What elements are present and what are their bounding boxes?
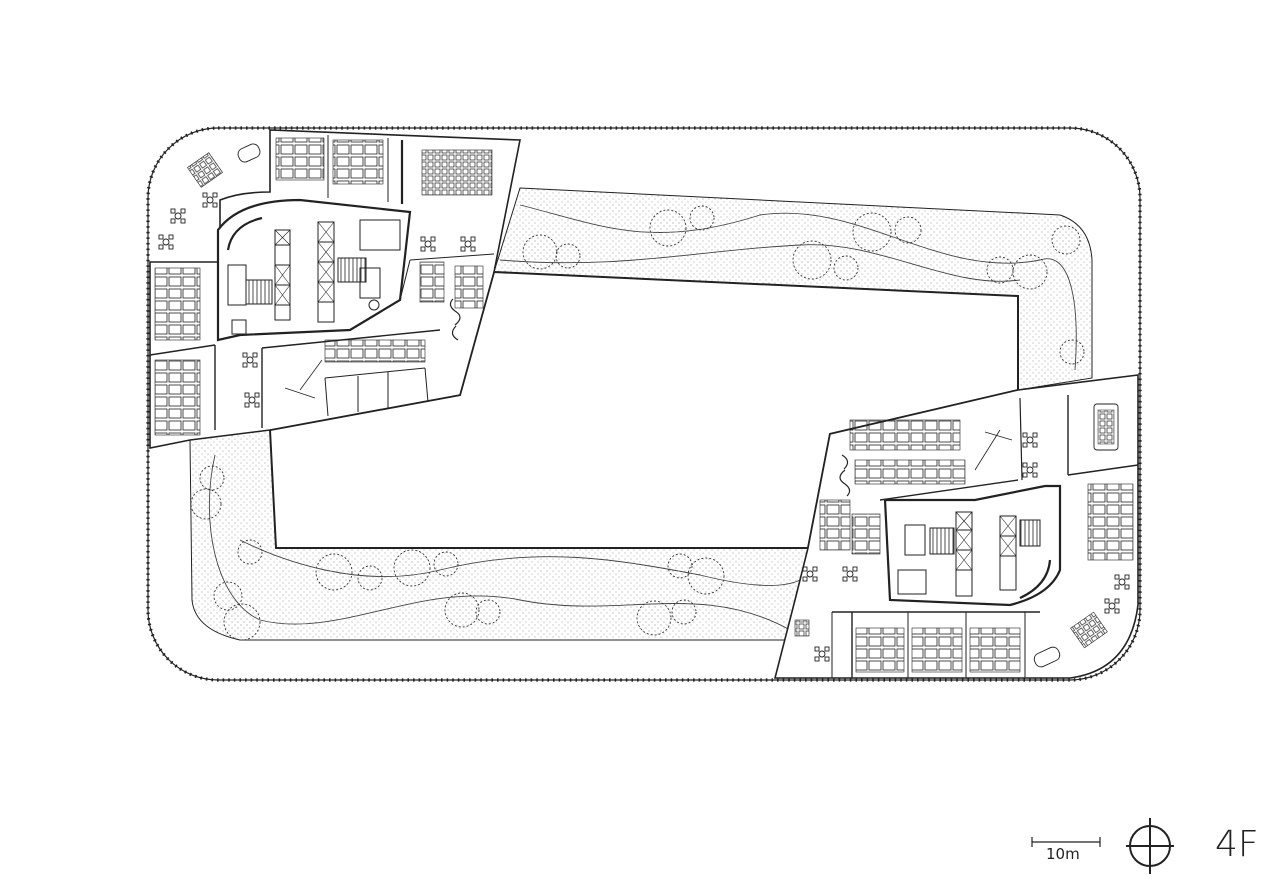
west-wing — [149, 129, 521, 449]
trees — [190, 205, 1085, 641]
north-arrow-icon — [1126, 818, 1174, 874]
outer-perimeter — [146, 126, 1142, 682]
scale-bar-label: 10m — [1046, 845, 1080, 863]
scale-bar — [1031, 837, 1101, 847]
floor-label: 4F — [1215, 824, 1259, 865]
east-wing — [773, 374, 1139, 679]
lounge-furniture — [158, 192, 1130, 662]
